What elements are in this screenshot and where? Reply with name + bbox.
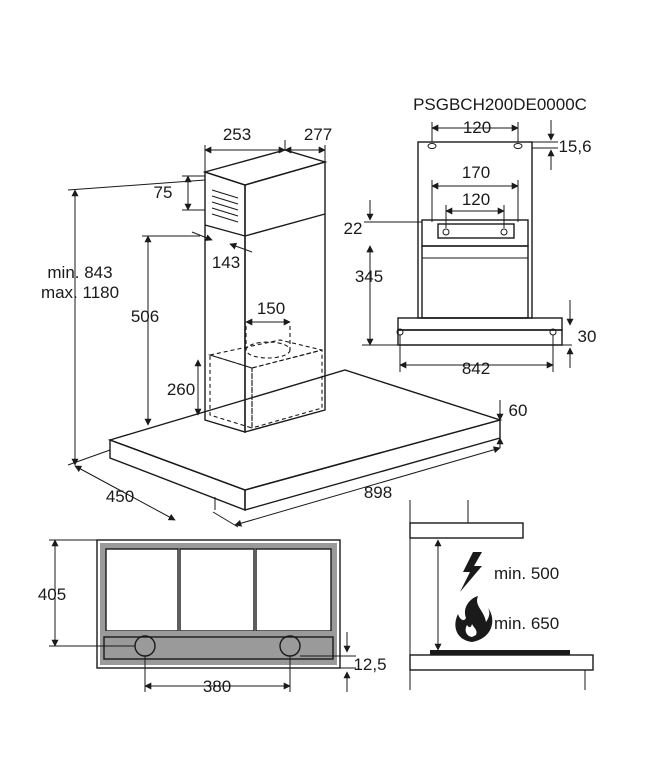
hood-profile [397, 317, 563, 331]
dim-height-min: min. 843 [47, 263, 112, 282]
clearance-electric: min. 500 [494, 564, 559, 583]
dim-top-spacing: 120 [463, 118, 491, 137]
dim-bracket-to-hood: 345 [355, 267, 383, 286]
dim-bracket-inner: 120 [462, 190, 490, 209]
dim-motor-height: 260 [167, 380, 195, 399]
dim-light-spacing: 380 [203, 677, 231, 696]
dim-height-max: max. 1180 [41, 283, 119, 302]
bracket-view: PSGBCH200DE0000C 120 15,6 170 120 [344, 95, 597, 378]
clearance-gas: min. 650 [494, 614, 559, 633]
dim-mount-width: 842 [462, 359, 490, 378]
dim-top-offset: 15,6 [558, 137, 591, 156]
dim-depth: 450 [106, 487, 134, 506]
dim-offset-143: 143 [212, 253, 240, 272]
dim-bottom-depth: 405 [38, 585, 66, 604]
lightning-icon [460, 552, 482, 592]
dim-width: 898 [364, 483, 392, 502]
dim-hood-offset: 30 [578, 327, 597, 346]
dim-edge-offset: 12,5 [353, 655, 386, 674]
dim-bracket-height: 22 [344, 219, 363, 238]
motor-box-hidden [207, 326, 323, 429]
dim-chimney-height: 506 [131, 307, 159, 326]
dim-canopy-thickness: 60 [509, 401, 528, 420]
filter-center [179, 548, 255, 632]
hood-side [409, 522, 524, 539]
chimney-left [204, 171, 246, 433]
chimney-top [202, 149, 328, 186]
filter-left [105, 548, 179, 632]
hood-underside [96, 539, 341, 669]
dim-chimney-depth: 253 [223, 125, 251, 144]
flame-icon [455, 596, 493, 642]
dim-duct: 150 [257, 299, 285, 318]
bottom-view: 405 380 12,5 [38, 539, 387, 696]
vent-slots [211, 189, 239, 223]
model-code: PSGBCH200DE0000C [413, 95, 587, 114]
dim-bracket-width: 170 [462, 163, 490, 182]
filter-right [255, 548, 332, 632]
cooktop [409, 654, 594, 671]
hood-isometric-view: 253 277 75 143 min. 843 max. 1180 506 15… [41, 125, 528, 528]
clearance-view: min. 500 min. 650 [409, 500, 594, 690]
dim-offset-75: 75 [154, 183, 173, 202]
dim-chimney-width: 277 [304, 125, 332, 144]
chimney-right [244, 161, 326, 433]
